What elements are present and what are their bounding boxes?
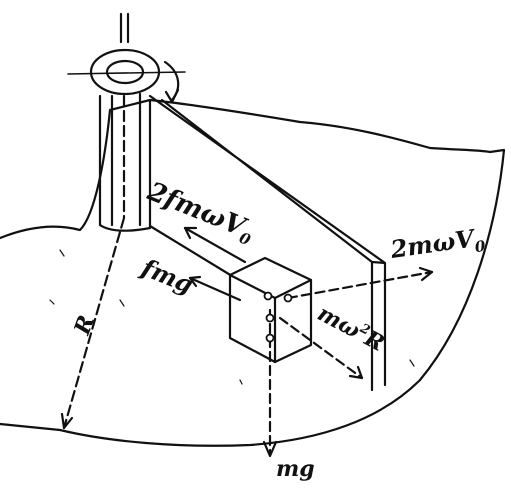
label-radius: R: [69, 312, 100, 339]
application-point-4: [265, 333, 275, 343]
label-friction: fmg: [136, 252, 197, 299]
force-arrow-coriolis-friction: [183, 226, 247, 264]
label-centrifugal: mω2R: [313, 300, 388, 357]
application-point-2: [283, 293, 293, 303]
force-arrow-coriolis: [286, 270, 434, 300]
wall-base-line: [148, 224, 234, 278]
force-arrow-friction: [188, 276, 242, 302]
label-weight: mg: [276, 456, 315, 482]
force-arrowhead-friction: [188, 275, 202, 288]
rotation-arrowhead: [164, 88, 180, 104]
force-arrowhead-centrifugal: [348, 365, 364, 380]
radius-line: [62, 94, 126, 430]
force-arrowhead-coriolis-friction: [183, 226, 198, 240]
hub-inner: [105, 59, 145, 85]
label-coriolis-friction: 2fmωV0: [141, 176, 259, 249]
hub-axis-line: [67, 71, 186, 75]
radius-arrowhead: [60, 412, 74, 430]
force-arrowhead-coriolis: [418, 266, 434, 282]
label-coriolis-force: 2mωV0: [388, 222, 487, 268]
column: [98, 92, 152, 232]
disk-texture: [49, 249, 415, 385]
application-point-1: [263, 291, 273, 301]
force-arrow-centrifugal: [278, 316, 364, 380]
guide-wall: [148, 94, 387, 392]
application-point-3: [265, 313, 275, 323]
shaft: [119, 12, 130, 44]
force-arrowhead-weight: [262, 440, 278, 458]
block: [228, 256, 313, 364]
